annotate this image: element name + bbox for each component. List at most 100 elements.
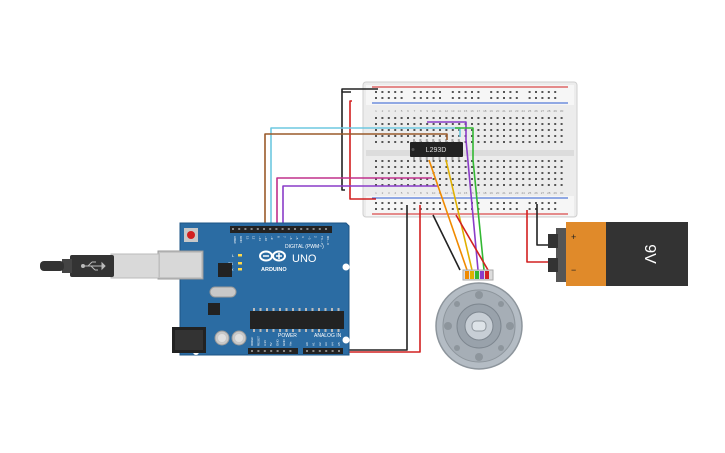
header-pin[interactable] [238, 228, 241, 230]
rail-hole [426, 208, 429, 210]
breadboard-hole [451, 184, 454, 186]
breadboard-hole [400, 178, 403, 180]
breadboard-hole [554, 172, 557, 174]
header-pin[interactable] [263, 350, 266, 352]
column-number: 19 [490, 109, 494, 113]
header-pin[interactable] [269, 228, 272, 230]
header-pin[interactable] [281, 228, 284, 230]
breadboard-hole [375, 135, 377, 137]
breadboard-hole [477, 135, 480, 137]
breadboard-hole [426, 123, 429, 125]
battery-label: 9V [641, 244, 658, 264]
breadboard-hole [394, 135, 397, 137]
header-pin[interactable] [318, 228, 321, 230]
header-pin[interactable] [276, 350, 279, 352]
rail-hole [426, 91, 429, 93]
header-pin[interactable] [256, 228, 259, 230]
breadboard-hole [547, 184, 550, 186]
header-pin[interactable] [306, 228, 309, 230]
breadboard-hole [541, 160, 544, 162]
breadboard-hole [522, 129, 525, 131]
rail-hole [547, 208, 550, 210]
breadboard-hole [503, 172, 505, 174]
usb-symbol-icon [81, 261, 106, 271]
header-pin[interactable] [257, 350, 260, 352]
column-number: 3 [388, 191, 390, 195]
breadboard-hole [535, 184, 537, 186]
rail-hole [535, 97, 537, 99]
header-pin[interactable] [325, 350, 328, 352]
breadboard-hole [490, 160, 493, 162]
header-pin[interactable] [287, 228, 290, 230]
digital-pin-label: ~9 [270, 236, 274, 240]
breadboard-hole [483, 141, 486, 143]
header-pin[interactable] [312, 228, 315, 230]
breadboard-hole [541, 129, 544, 131]
header-pin[interactable] [251, 350, 253, 352]
breadboard-hole [496, 135, 499, 137]
header-pin[interactable] [263, 228, 265, 230]
digital-label: DIGITAL (PWM~) [285, 244, 324, 250]
mcu-pin [324, 308, 327, 311]
wire-red-top [349, 100, 376, 200]
breadboard-hole [400, 172, 403, 174]
header-pin[interactable] [331, 350, 334, 352]
digital-pin-label: ~11 [258, 236, 262, 241]
analog-pin-label: A3 [324, 342, 328, 346]
rail-hole [432, 91, 435, 93]
breadboard-hole [535, 166, 537, 168]
header-pin[interactable] [270, 350, 273, 352]
rail-hole [432, 202, 435, 204]
header-pin[interactable] [338, 350, 340, 352]
rail-hole [490, 202, 493, 204]
breadboard-hole [554, 123, 557, 125]
breadboard-hole [515, 141, 518, 143]
analog-label: ANALOG IN [314, 333, 342, 339]
header-pin[interactable] [325, 228, 327, 230]
header-pin[interactable] [275, 228, 278, 230]
header-pin[interactable] [289, 350, 292, 352]
dc-motor [435, 269, 523, 370]
header-pin[interactable] [250, 228, 253, 230]
breadboard-hole [413, 160, 416, 162]
breadboard-hole [503, 141, 505, 143]
mcu-pin [292, 308, 294, 311]
column-number: 12 [445, 109, 449, 113]
breadboard-hole [490, 184, 493, 186]
breadboard-hole [547, 178, 550, 180]
column-number: 27 [541, 109, 545, 113]
rail-hole [490, 91, 493, 93]
rail-hole [554, 202, 557, 204]
breadboard-hole [445, 117, 448, 119]
rail-hole [381, 91, 384, 93]
breadboard-hole [407, 184, 409, 186]
header-pin[interactable] [306, 350, 308, 352]
breadboard-hole [419, 135, 422, 137]
wire-purple-top [427, 121, 479, 271]
header-pin[interactable] [312, 350, 315, 352]
breadboard-hole [490, 172, 493, 174]
header-pin[interactable] [318, 350, 321, 352]
breadboard-hole [400, 129, 403, 131]
column-number: 6 [407, 109, 409, 113]
breadboard-hole [471, 129, 473, 131]
header-pin[interactable] [283, 350, 285, 352]
rail-hole [394, 208, 397, 210]
header-pin[interactable] [232, 228, 234, 230]
breadboard-hole [528, 160, 531, 162]
breadboard-hole [503, 184, 505, 186]
header-pin[interactable] [294, 228, 296, 230]
breadboard-hole [375, 172, 377, 174]
breadboard-hole [413, 166, 416, 168]
rail-hole [509, 208, 512, 210]
battery-plus-sign: + [571, 232, 576, 242]
breadboard-hole [439, 178, 441, 180]
header-pin[interactable] [300, 228, 303, 230]
digital-pin-label: 12 [252, 236, 256, 240]
column-number: 13 [451, 191, 455, 195]
breadboard-hole [554, 129, 557, 131]
breadboard-hole [375, 160, 377, 162]
header-pin[interactable] [244, 228, 247, 230]
breadboard-hole [471, 123, 473, 125]
